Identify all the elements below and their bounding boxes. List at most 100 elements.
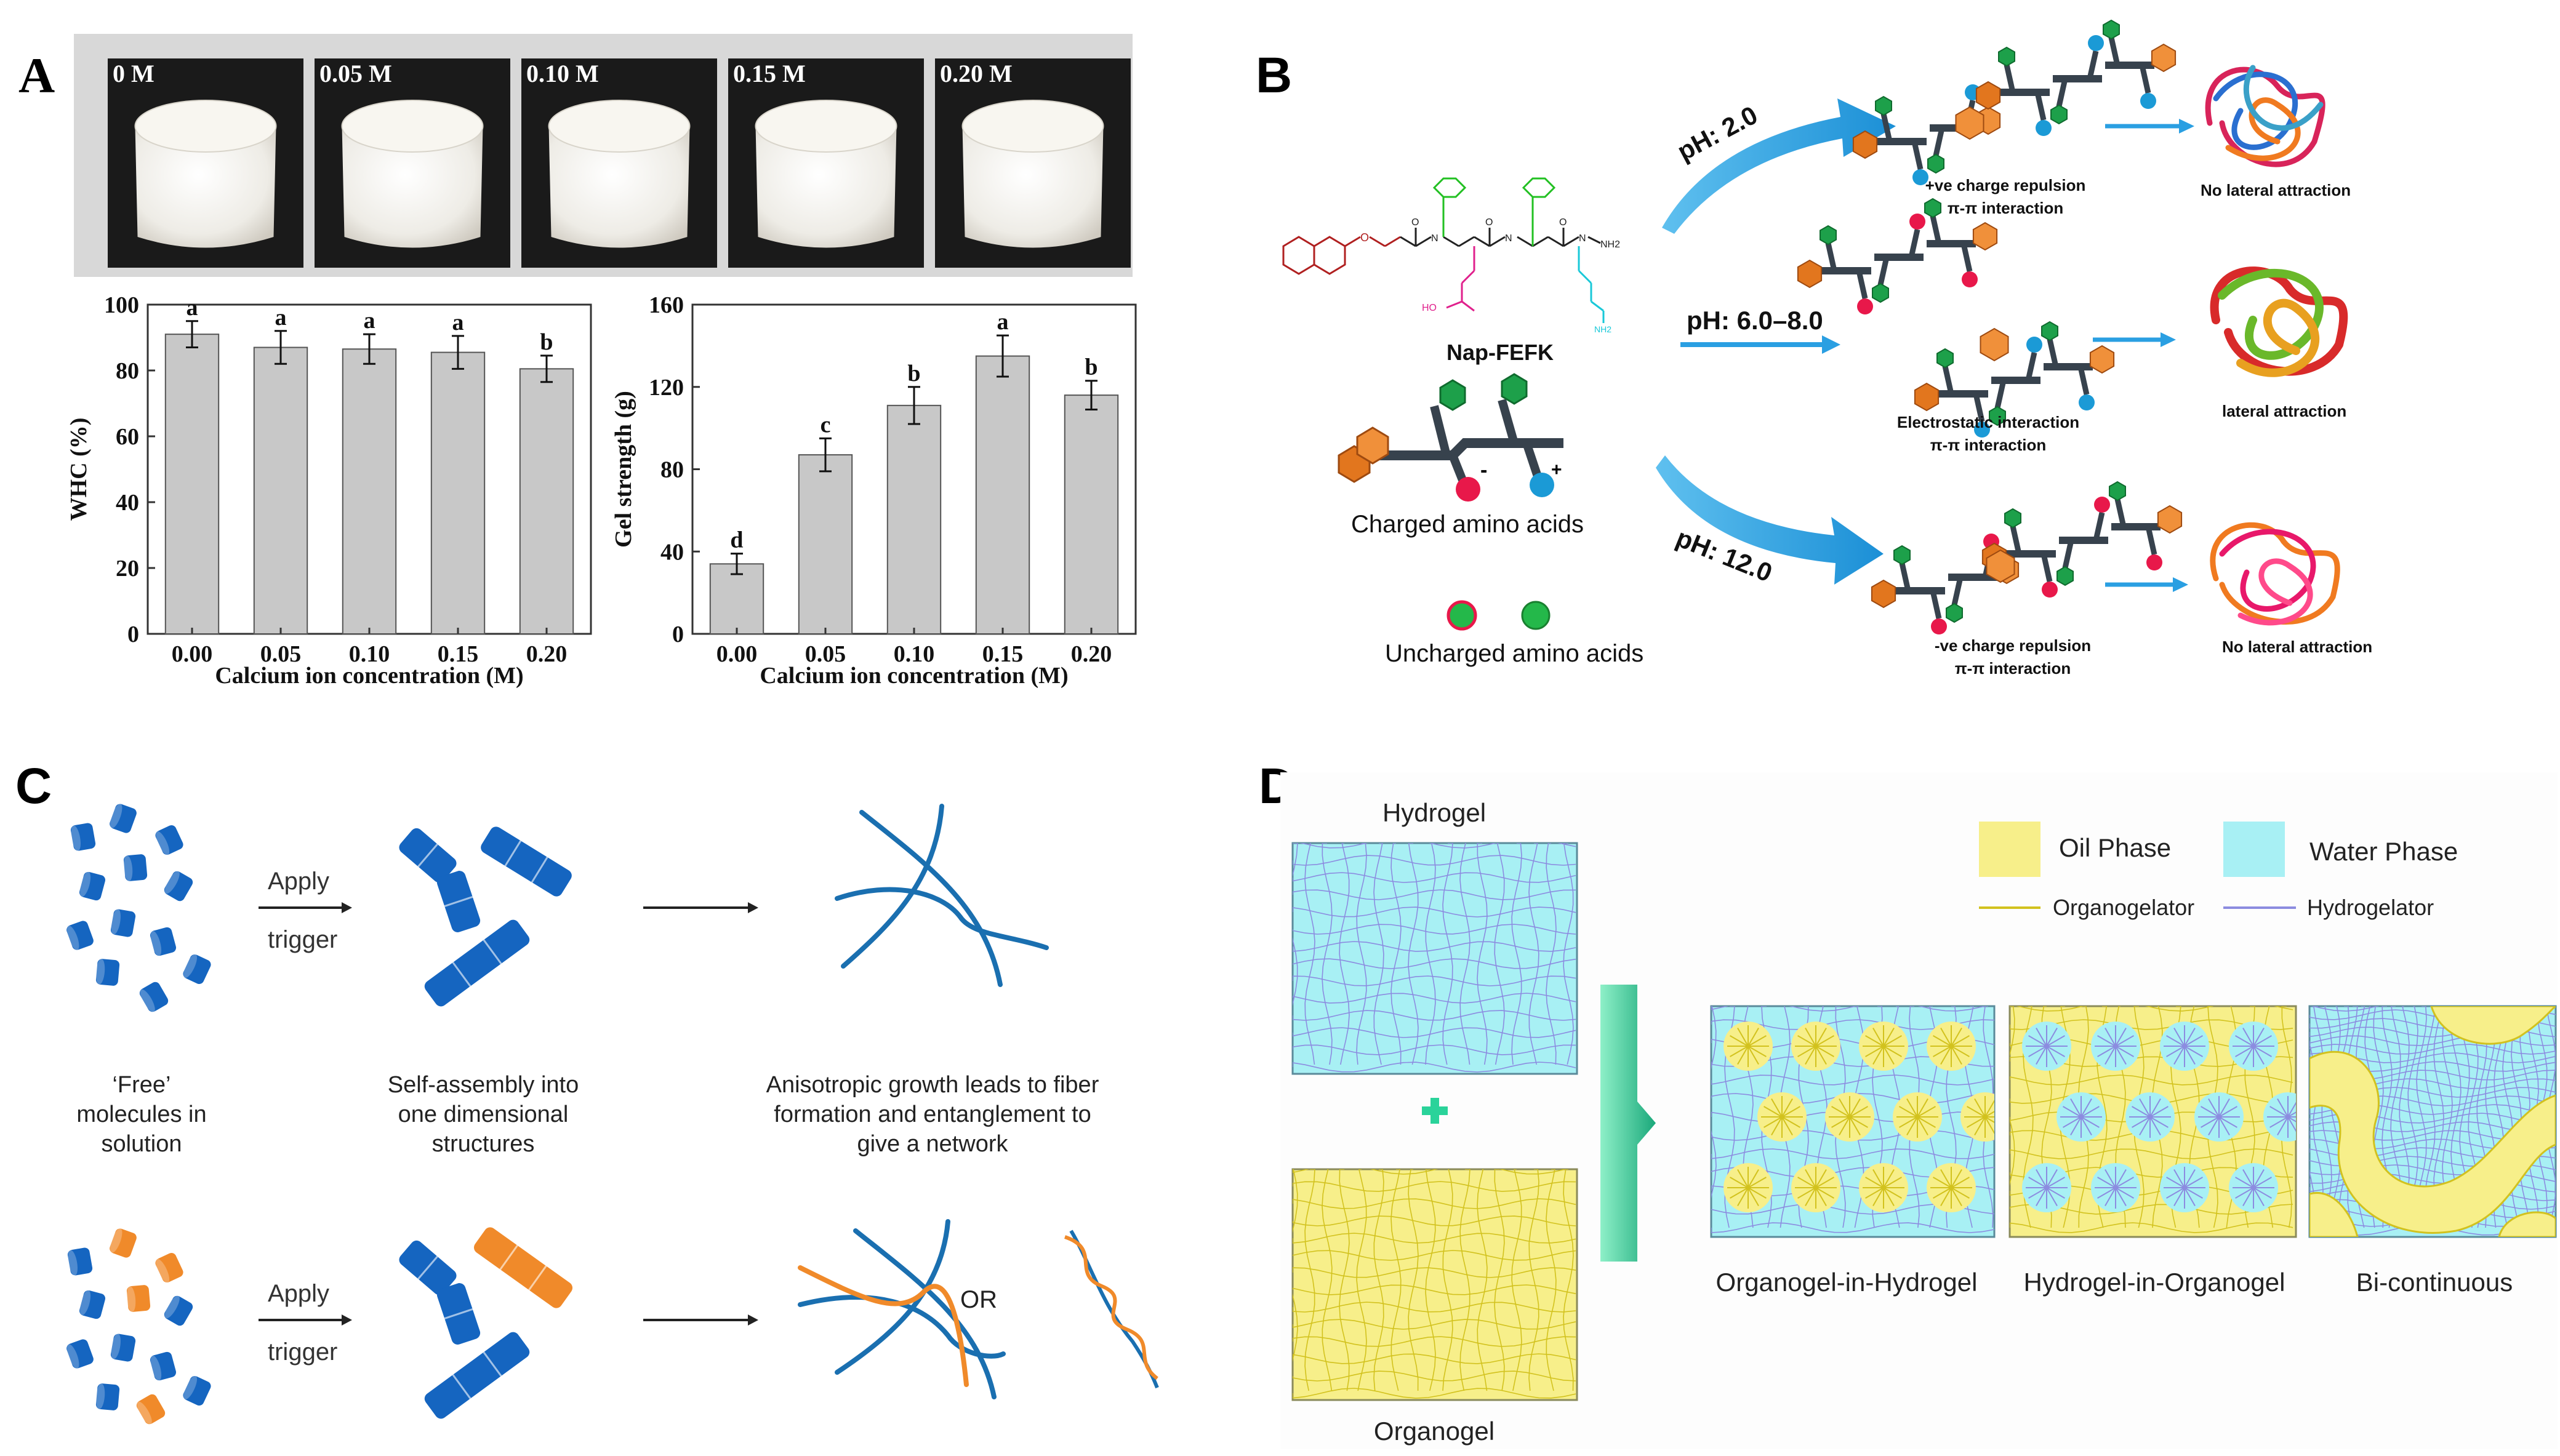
bar-0.10 bbox=[342, 348, 397, 634]
gelator-fiber bbox=[1425, 1169, 1436, 1391]
chem-nh1: N bbox=[1431, 233, 1438, 244]
aromatic-hex bbox=[2004, 508, 2021, 529]
droplet-fiber bbox=[2028, 1035, 2065, 1057]
charged-residue bbox=[2079, 394, 2095, 410]
assembled-rod bbox=[399, 828, 457, 883]
aromatic-hex bbox=[2103, 19, 2120, 40]
significance-letter: a bbox=[187, 295, 198, 321]
hydrogel-mesh bbox=[1293, 843, 1576, 1073]
gelator-fiber bbox=[1494, 843, 1505, 1065]
droplet-fiber bbox=[1933, 1035, 1970, 1057]
droplet-fiber bbox=[1865, 1035, 1902, 1057]
y-axis-label: WHC (%) bbox=[66, 418, 92, 521]
side-chain bbox=[2145, 526, 2157, 555]
cylinder-body bbox=[95, 959, 120, 986]
cap3-line1: Anisotropic growth leads to fiber bbox=[766, 1072, 1099, 1098]
molecule-name: Nap-FEFK bbox=[1447, 340, 1554, 365]
panel-b-letter: B bbox=[1256, 47, 1292, 103]
cylinder-body bbox=[155, 825, 183, 855]
x-axis-label: Calcium ion concentration (M) bbox=[215, 663, 523, 689]
charged-residue bbox=[2140, 93, 2156, 109]
free-molecules bbox=[66, 804, 572, 1012]
aromatic-hex bbox=[1986, 549, 2015, 583]
y-tick-label: 40 bbox=[116, 490, 139, 516]
significance-letter: a bbox=[452, 310, 464, 335]
cylinder-body bbox=[67, 1247, 93, 1276]
molecule-cylinder bbox=[66, 921, 94, 950]
cylinder-body bbox=[123, 854, 148, 881]
side-chain bbox=[1908, 229, 1920, 258]
cap1-line3: solution bbox=[102, 1131, 182, 1157]
droplet-fiber bbox=[2201, 1106, 2237, 1128]
organogelator-label: Organogelator bbox=[2053, 895, 2194, 920]
panel-c: C Apply trigger Apply trigger bbox=[15, 758, 1159, 1425]
cylinder-cap bbox=[95, 959, 105, 985]
gelator-fiber bbox=[1563, 1169, 1574, 1391]
gel-top-0 bbox=[134, 100, 277, 153]
molecule-cylinder bbox=[110, 1228, 137, 1258]
cylinder-cap bbox=[156, 1258, 170, 1283]
side-chain bbox=[1825, 242, 1837, 271]
fibril-assemblies bbox=[1797, 19, 2183, 634]
trigger-arrow-1-head bbox=[342, 902, 352, 913]
water-phase-swatch bbox=[2223, 822, 2285, 877]
hydrogelator-label: Hydrogelator bbox=[2307, 895, 2434, 920]
cylinder-body bbox=[70, 823, 96, 851]
cap1-line2: molecules in bbox=[76, 1102, 206, 1127]
gelator-fiber bbox=[1711, 1222, 1994, 1233]
cylinder-cap bbox=[150, 930, 162, 956]
assembled-rod bbox=[399, 1240, 457, 1295]
side-chain bbox=[2047, 338, 2059, 367]
side-chain bbox=[1899, 562, 1911, 591]
cylinder-cap bbox=[111, 909, 121, 935]
cylinder-body bbox=[66, 1339, 94, 1369]
molecule-cylinder bbox=[110, 804, 137, 833]
cylinder-cap bbox=[164, 871, 180, 894]
gelator-fiber bbox=[1293, 906, 1576, 918]
cylinder-cap bbox=[110, 1228, 122, 1253]
assembled-rod bbox=[424, 1332, 530, 1419]
arrow-ph2 bbox=[1662, 98, 1896, 234]
assembled-rod bbox=[436, 871, 481, 932]
cylinder-cap bbox=[66, 1344, 79, 1369]
gelator-fiber bbox=[1293, 1010, 1576, 1021]
gelator-fiber bbox=[2313, 1006, 2324, 1228]
x-tick-label: 0.05 bbox=[260, 641, 302, 667]
molecule-cylinder bbox=[67, 1247, 93, 1276]
droplet-fiber bbox=[2235, 1177, 2272, 1199]
uncharged-pink-dot bbox=[1447, 600, 1477, 631]
gelator-fiber bbox=[1442, 1169, 1453, 1391]
chem-o4: O bbox=[1559, 217, 1567, 228]
oil-phase-label: Oil Phase bbox=[2059, 833, 2171, 862]
cylinder-body bbox=[164, 1295, 193, 1326]
molecule-cylinder bbox=[110, 1334, 136, 1362]
gelator-fiber bbox=[1293, 1169, 1298, 1362]
aromatic-hex bbox=[1989, 406, 2006, 426]
molecule-cylinder bbox=[164, 871, 193, 902]
gelator-fiber bbox=[1293, 843, 1298, 1006]
cylinder-body bbox=[110, 1228, 137, 1258]
cylinder-body bbox=[110, 804, 137, 833]
droplet-fiber bbox=[2166, 1035, 2203, 1057]
side-chain bbox=[1930, 590, 1942, 619]
gel-top-3 bbox=[755, 100, 897, 153]
droplet-fiber bbox=[1831, 1106, 1868, 1128]
photo-label-3: 0.15 M bbox=[733, 60, 806, 87]
droplet-fiber bbox=[1797, 1177, 1834, 1199]
type1-mesh bbox=[1711, 1006, 1994, 1233]
caption-growth: Anisotropic growth leads to fiber format… bbox=[766, 1072, 1099, 1157]
cylinder-body bbox=[164, 871, 193, 902]
aromatic-hex bbox=[1972, 222, 1998, 251]
gelator-fiber bbox=[1511, 843, 1522, 1065]
aromatic-hex bbox=[2041, 321, 2058, 342]
side-chain bbox=[2004, 64, 2016, 93]
cylinder-cap bbox=[140, 989, 155, 1012]
gelator-fiber bbox=[1711, 1006, 1717, 1199]
droplet-fiber bbox=[1865, 1177, 1902, 1199]
arrow-ph12 bbox=[1656, 455, 1884, 585]
x-tick-label: 0.05 bbox=[805, 641, 846, 667]
molecule-cylinder bbox=[183, 1375, 211, 1406]
y-tick-label: 160 bbox=[649, 292, 684, 318]
gelator-fiber bbox=[1293, 1319, 1576, 1330]
